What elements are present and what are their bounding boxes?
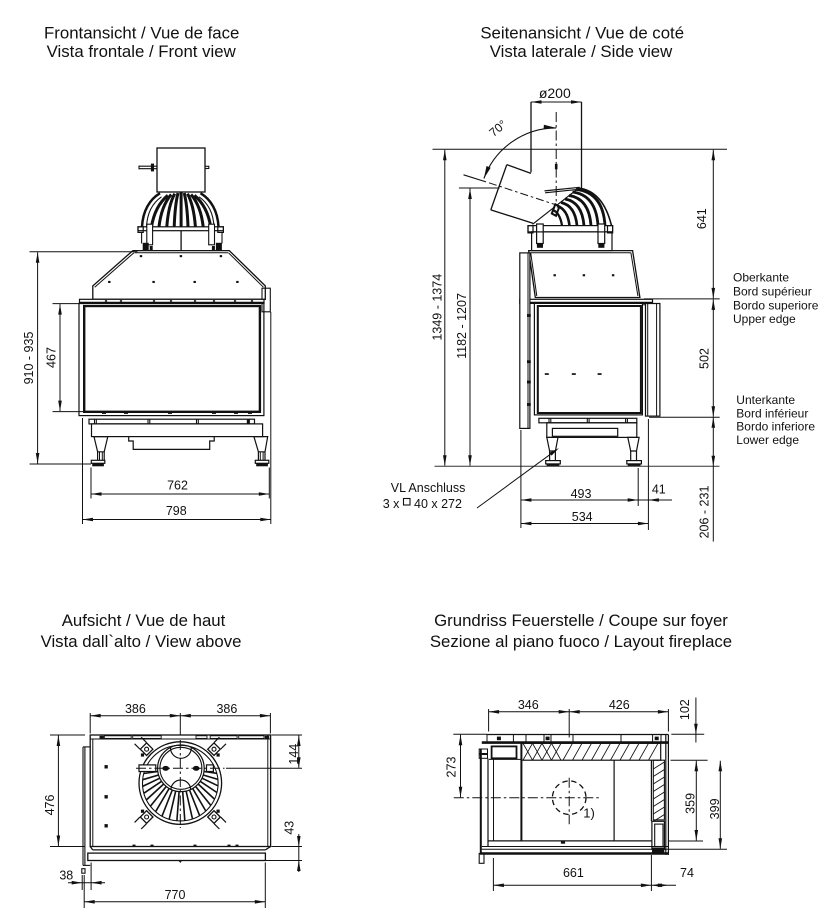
svg-text:426: 426 [609,698,630,712]
svg-text:Frontansicht / Vue de face: Frontansicht / Vue de face [44,23,239,42]
svg-text:Upper edge: Upper edge [733,312,796,326]
svg-text:1182 - 1207: 1182 - 1207 [455,293,469,359]
svg-text:1): 1) [583,806,595,821]
svg-text:1349 - 1374: 1349 - 1374 [430,274,444,341]
svg-text:Aufsicht / Vue de haut: Aufsicht / Vue de haut [62,611,226,630]
svg-text:3 x: 3 x [383,497,400,511]
svg-text:359: 359 [684,793,698,814]
svg-text:Sezione al piano fuoco / Layou: Sezione al piano fuoco / Layout fireplac… [430,632,732,651]
svg-text:74: 74 [680,866,694,880]
svg-text:Bordo inferiore: Bordo inferiore [736,420,815,434]
svg-text:399: 399 [708,798,722,819]
svg-text:770: 770 [165,888,186,902]
svg-text:Vista laterale / Side view: Vista laterale / Side view [490,42,673,61]
svg-text:273: 273 [445,757,459,778]
svg-text:641: 641 [695,208,709,229]
svg-text:Seitenansicht / Vue de coté: Seitenansicht / Vue de coté [480,23,684,42]
svg-text:467: 467 [45,347,59,368]
svg-text:ø200: ø200 [539,85,571,101]
svg-text:VL Anschluss: VL Anschluss [391,481,466,495]
svg-text:798: 798 [166,504,187,518]
svg-text:206 - 231: 206 - 231 [698,486,712,539]
svg-text:534: 534 [572,510,593,524]
svg-text:502: 502 [698,348,712,369]
svg-text:Bord supérieur: Bord supérieur [733,285,812,299]
svg-text:661: 661 [563,866,584,880]
svg-text:Bordo superiore: Bordo superiore [733,298,819,312]
svg-text:762: 762 [167,479,188,493]
svg-text:Grundriss Feuerstelle / Coupe: Grundriss Feuerstelle / Coupe sur foyer [434,611,728,630]
svg-text:910 - 935: 910 - 935 [22,332,36,385]
svg-text:346: 346 [518,698,539,712]
svg-text:386: 386 [125,702,146,716]
svg-text:Oberkante: Oberkante [733,271,789,285]
svg-text:493: 493 [571,487,592,501]
svg-text:Unterkante: Unterkante [736,393,795,407]
svg-text:Bord inférieur: Bord inférieur [736,406,808,420]
svg-text:102: 102 [678,699,692,720]
svg-text:476: 476 [43,795,57,816]
svg-text:386: 386 [216,702,237,716]
svg-text:144: 144 [287,744,301,765]
svg-text:Lower edge: Lower edge [736,433,799,447]
svg-text:Vista frontale / Front view: Vista frontale / Front view [47,42,237,61]
svg-text:38: 38 [59,869,73,883]
svg-text:41: 41 [652,483,666,497]
svg-text:43: 43 [283,821,297,835]
svg-text:Vista dall`alto / View above: Vista dall`alto / View above [41,632,242,651]
svg-text:40 x 272: 40 x 272 [414,497,462,511]
